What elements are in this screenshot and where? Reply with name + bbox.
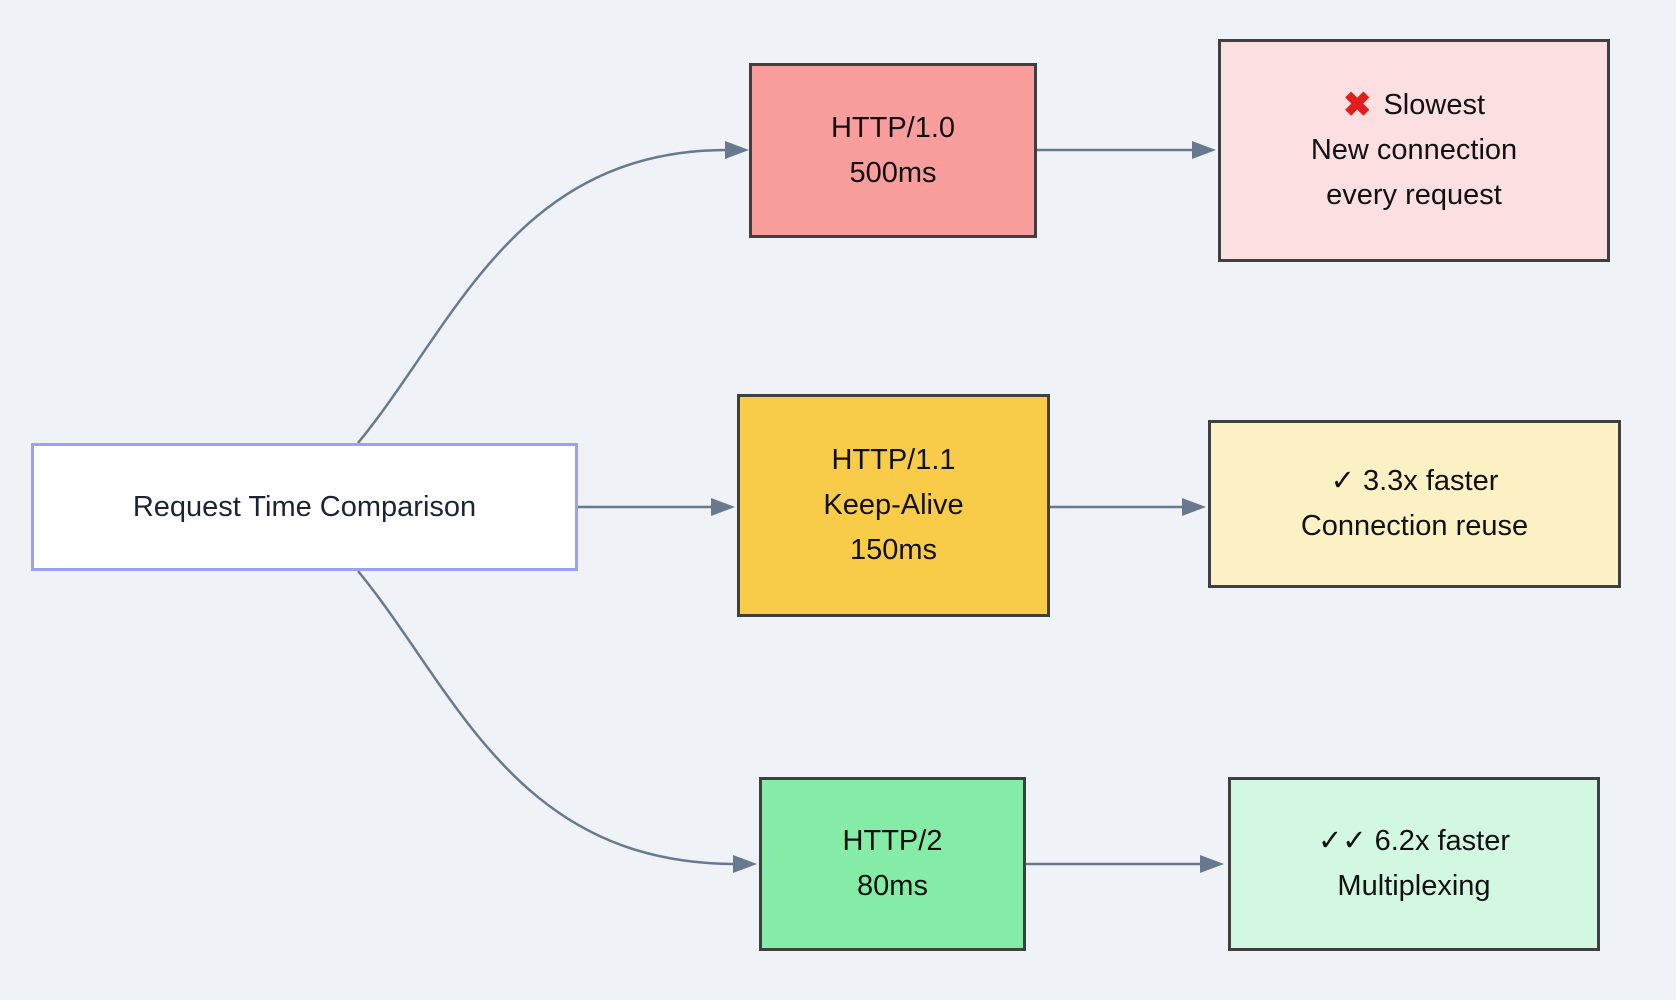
node-faster62-result: ✓✓ 6.2x faster Multiplexing bbox=[1228, 777, 1600, 951]
arrowhead-faster62 bbox=[1200, 855, 1224, 873]
node-line: HTTP/1.1 bbox=[831, 444, 956, 476]
arrowhead-slowest bbox=[1192, 141, 1216, 159]
node-line: Keep-Alive bbox=[823, 489, 964, 521]
node-faster33-result: ✓ 3.3x faster Connection reuse bbox=[1208, 420, 1621, 588]
edge-root-to-http10 bbox=[357, 148, 728, 444]
arrowhead-http11 bbox=[711, 498, 735, 516]
node-line: Connection reuse bbox=[1300, 510, 1529, 542]
node-http11-keep-alive: HTTP/1.1 Keep-Alive 150ms bbox=[737, 394, 1050, 617]
node-line: HTTP/1.0 bbox=[830, 111, 956, 144]
node-line: ✓✓ 6.2x faster bbox=[1317, 825, 1511, 857]
node-line: 80ms bbox=[857, 870, 928, 902]
arrowhead-faster33 bbox=[1182, 498, 1206, 516]
node-line: HTTP/2 bbox=[842, 825, 943, 857]
arrowhead-http10 bbox=[725, 141, 749, 159]
node-line: ✖ Slowest bbox=[1343, 83, 1485, 128]
cross-mark-icon: ✖ bbox=[1342, 86, 1372, 124]
node-line: ✓ 3.3x faster bbox=[1330, 465, 1499, 497]
node-http2: HTTP/2 80ms bbox=[759, 777, 1026, 951]
node-line: New connection bbox=[1310, 134, 1518, 166]
node-line: 150ms bbox=[849, 534, 938, 566]
node-slowest-result: ✖ Slowest New connection every request bbox=[1218, 39, 1610, 262]
node-line: 500ms bbox=[849, 156, 937, 189]
edge-root-to-http2 bbox=[357, 570, 736, 866]
node-http10: HTTP/1.0 500ms bbox=[749, 63, 1037, 238]
arrowhead-http2 bbox=[733, 855, 757, 873]
node-label: Request Time Comparison bbox=[132, 490, 477, 523]
node-line: Multiplexing bbox=[1337, 870, 1491, 902]
node-request-time-comparison: Request Time Comparison bbox=[31, 443, 578, 571]
node-line: every request bbox=[1326, 179, 1502, 211]
node-line-text: Slowest bbox=[1383, 89, 1486, 121]
